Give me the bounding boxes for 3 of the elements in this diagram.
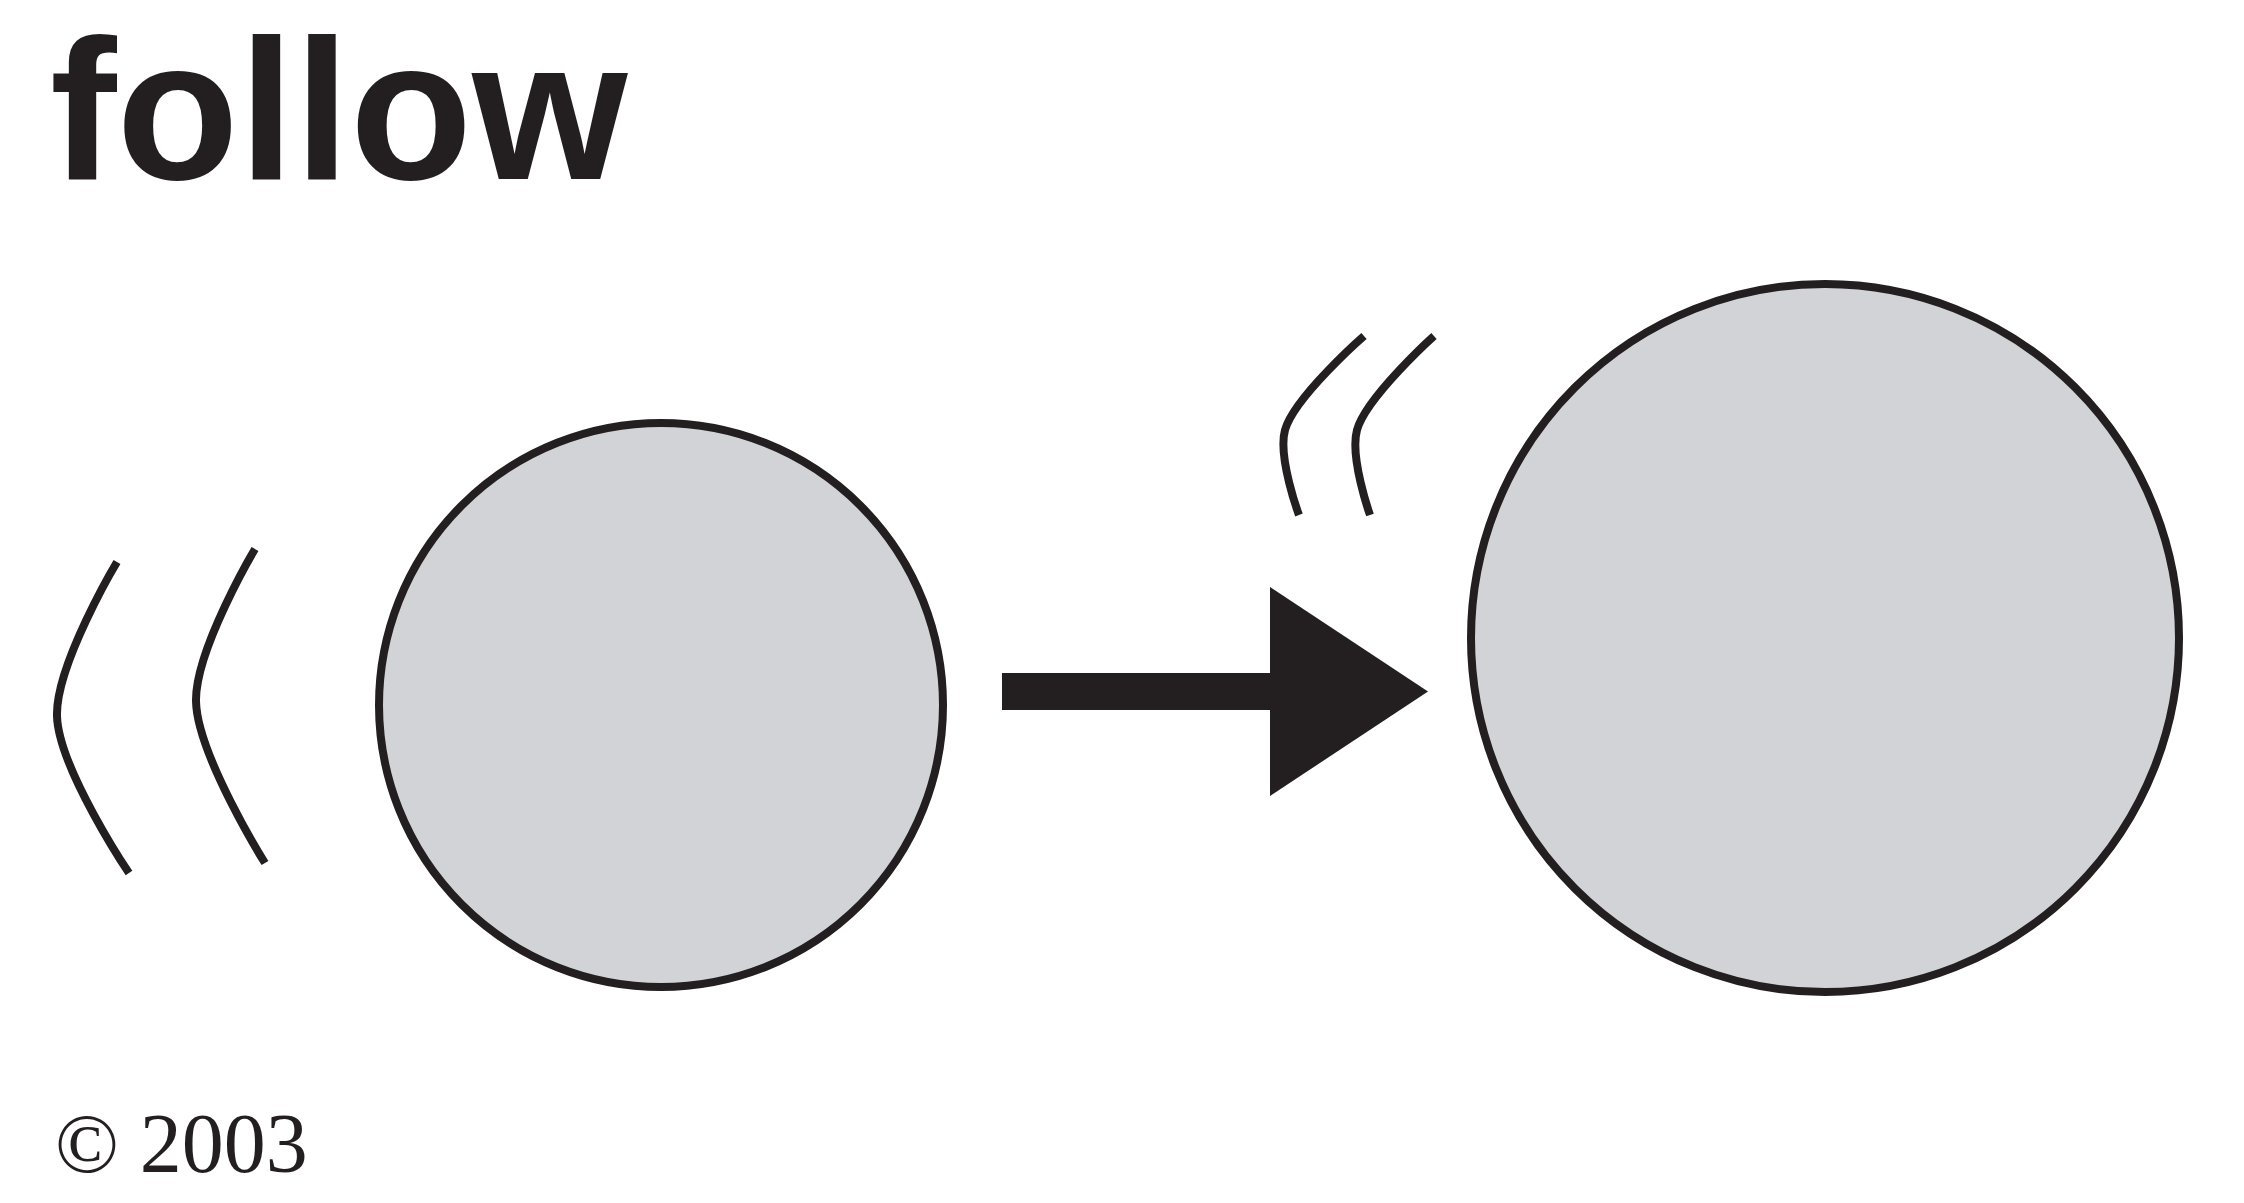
- copyright-note: © 2003: [55, 1102, 308, 1186]
- arrow: [1002, 587, 1428, 796]
- title: follow: [50, 10, 628, 210]
